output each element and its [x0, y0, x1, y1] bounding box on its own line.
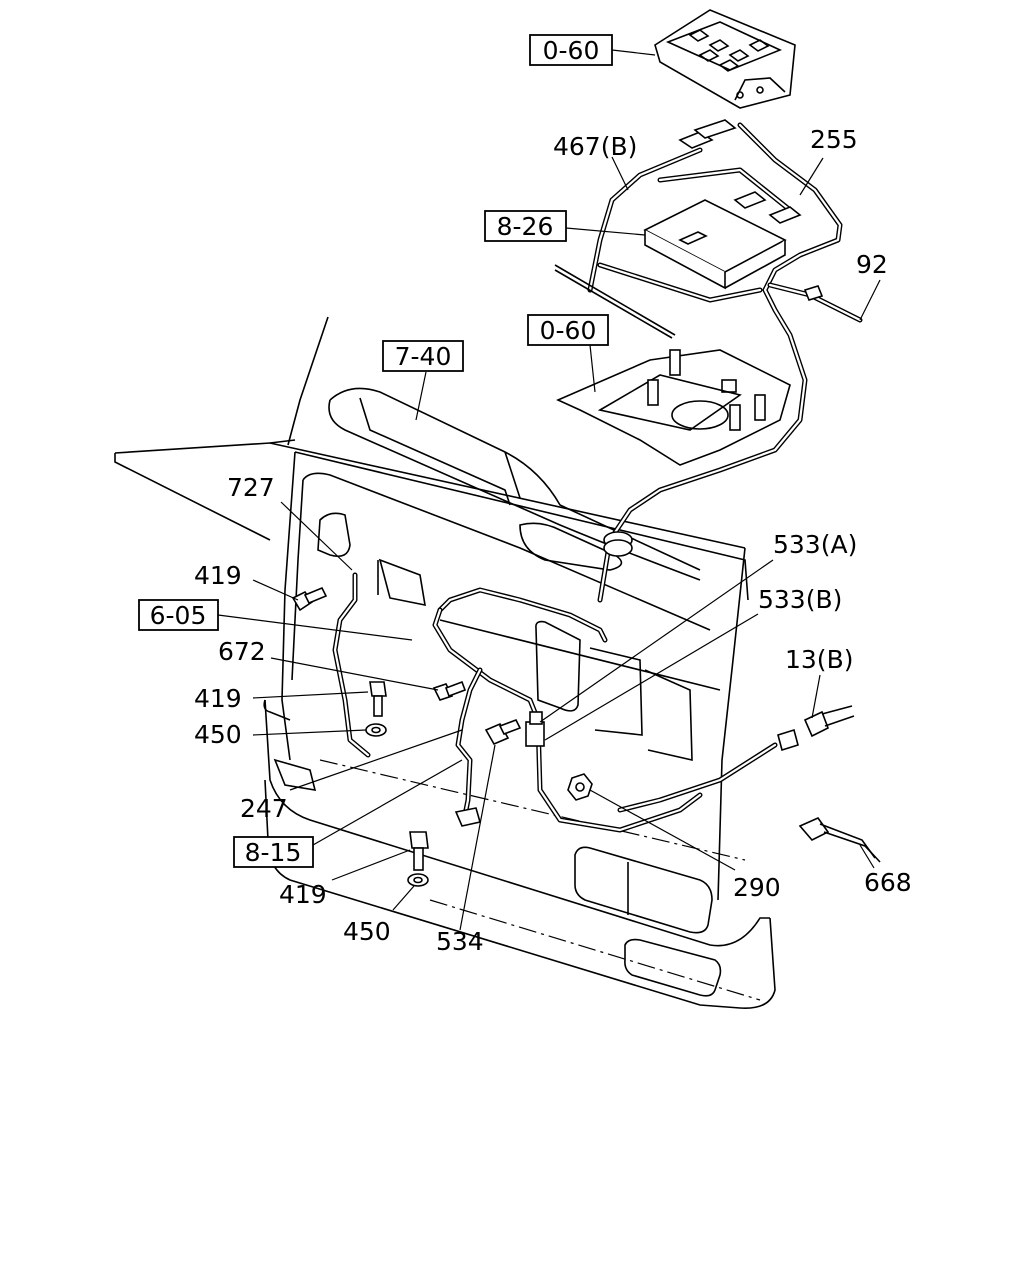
- ref-box-0-60-upper: 0-60: [529, 34, 613, 66]
- ref-box-6-05: 6-05: [138, 599, 219, 631]
- ref-box-8-26: 8-26: [484, 210, 567, 242]
- ref-box-label: 0-60: [540, 316, 597, 345]
- callout-419-upper: 419: [194, 561, 242, 590]
- ref-box-label: 7-40: [395, 342, 452, 371]
- fasteners: [291, 586, 881, 887]
- callout-13b: 13(B): [785, 645, 853, 674]
- ref-box-label: 0-60: [543, 36, 600, 65]
- lower-bracket-part: [556, 349, 791, 466]
- callout-672: 672: [218, 637, 266, 666]
- callout-533b: 533(B): [758, 585, 842, 614]
- callout-92: 92: [856, 250, 888, 279]
- ref-box-label: 8-26: [497, 212, 554, 241]
- callout-533a: 533(A): [773, 530, 857, 559]
- callout-290: 290: [733, 873, 781, 902]
- ref-box-label: 8-15: [245, 838, 302, 867]
- upper-bracket-part: [654, 9, 796, 109]
- harness-and-ecu: [554, 119, 863, 603]
- callouts: 467(B) 255 92 727 419 672 419 450 247 41…: [194, 125, 912, 956]
- cab-front-panel: [114, 316, 776, 1009]
- callout-247: 247: [240, 794, 288, 823]
- ref-box-0-60-lower: 0-60: [527, 314, 609, 346]
- callout-727: 727: [227, 473, 275, 502]
- callout-668: 668: [864, 868, 912, 897]
- callout-467b: 467(B): [553, 132, 637, 161]
- ref-box-8-15: 8-15: [233, 836, 314, 868]
- ref-box-label: 6-05: [150, 601, 207, 630]
- callout-534: 534: [436, 927, 484, 956]
- callout-450-lower: 450: [343, 917, 391, 946]
- callout-419-middle: 419: [194, 684, 242, 713]
- callout-419-lower: 419: [279, 880, 327, 909]
- callout-450-upper: 450: [194, 720, 242, 749]
- ref-box-7-40: 7-40: [382, 340, 464, 372]
- tubes: [332, 531, 778, 833]
- leader-lines: [217, 49, 881, 931]
- callout-255: 255: [810, 125, 858, 154]
